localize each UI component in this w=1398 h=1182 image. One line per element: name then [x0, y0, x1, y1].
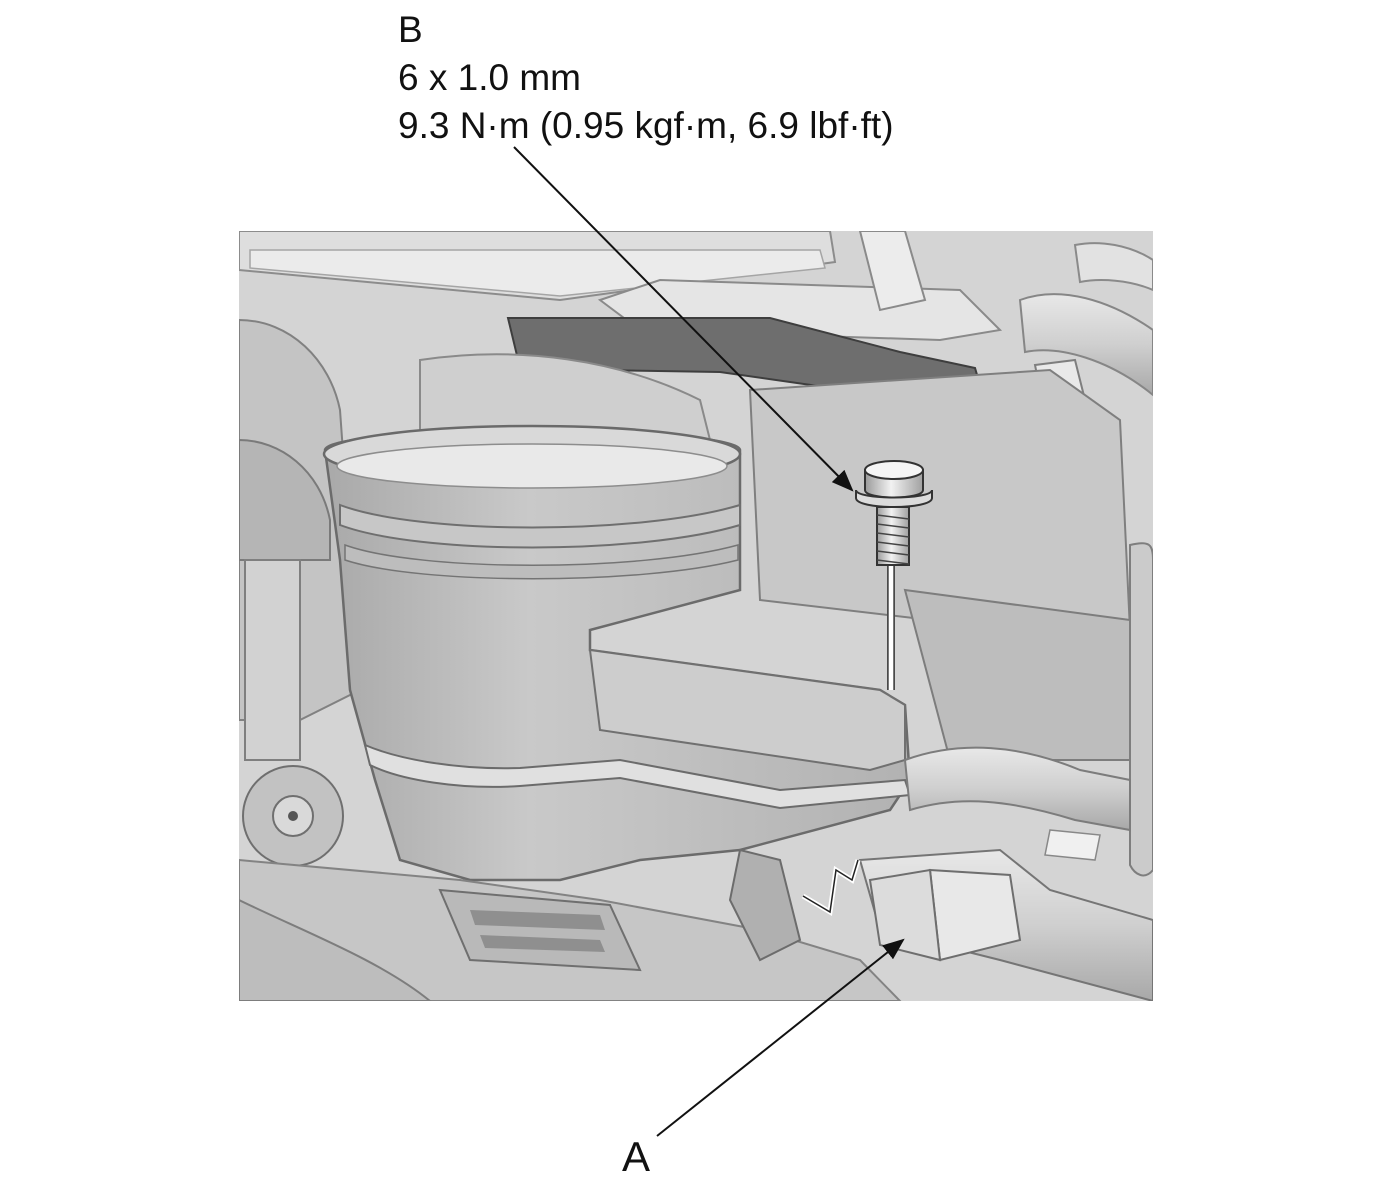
- callout-b-letter: B: [398, 9, 423, 50]
- hex-flange-bolt-icon: [855, 460, 933, 566]
- callout-b-torque: 9.3 N·m (0.95 kgf·m, 6.9 lbf·ft): [398, 105, 894, 146]
- callout-b-size: 6 x 1.0 mm: [398, 57, 581, 98]
- callout-a-letter: A: [622, 1133, 651, 1180]
- callout-b: B 6 x 1.0 mm 9.3 N·m (0.95 kgf·m, 6.9 lb…: [398, 6, 894, 150]
- leader-arrow-b: [513, 146, 854, 492]
- leader-arrow-a: [656, 938, 905, 1137]
- engine-bay-panel: [239, 231, 1153, 1001]
